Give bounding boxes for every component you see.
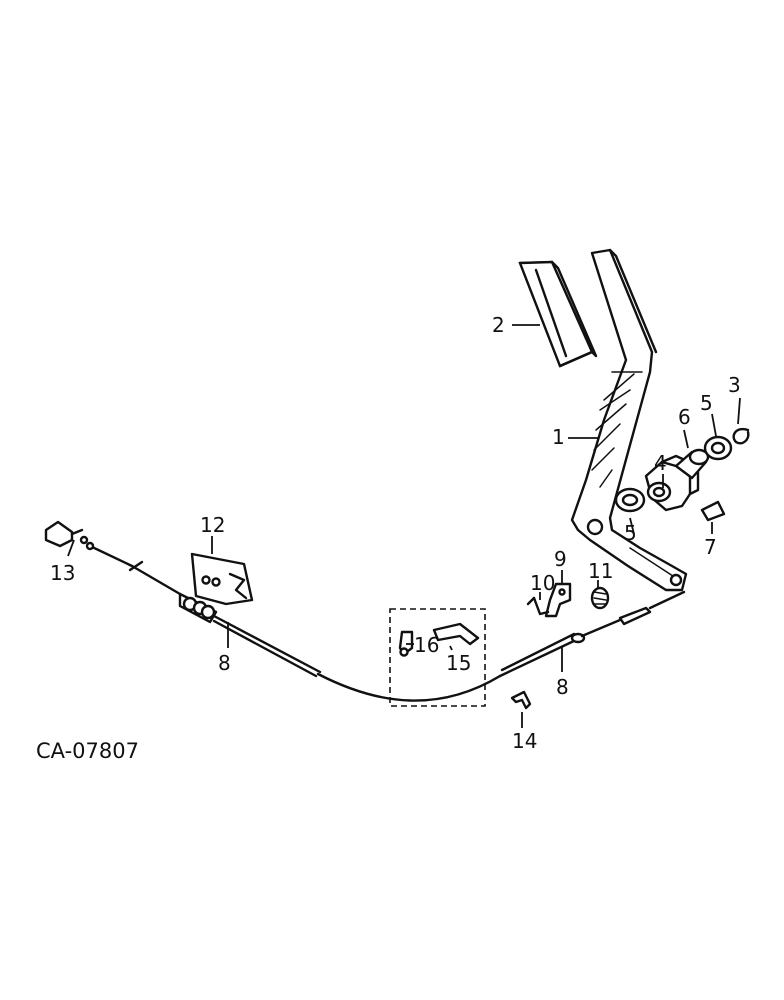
detail-box <box>389 608 486 707</box>
callout-14: 14 <box>512 729 537 753</box>
callout-5-upper: 5 <box>700 391 713 415</box>
pedal-arm <box>570 248 688 592</box>
key <box>700 500 726 522</box>
callout-13: 13 <box>50 561 75 585</box>
callout-8-right: 8 <box>556 675 569 699</box>
callout-labels: 2 1 3 4 5 5 6 7 8 8 9 10 11 12 13 14 15 … <box>50 313 741 753</box>
leader-lines <box>67 324 741 728</box>
callout-1: 1 <box>552 425 565 449</box>
clip-9 <box>544 582 572 618</box>
callout-2: 2 <box>492 313 505 337</box>
callout-3: 3 <box>728 373 741 397</box>
cable <box>88 544 686 702</box>
clamp-15 <box>432 622 480 646</box>
drawing-code: CA-07807 <box>36 739 139 763</box>
callout-11: 11 <box>588 559 613 583</box>
callout-15: 15 <box>446 651 471 675</box>
sleeve <box>674 448 710 480</box>
callout-8-left: 8 <box>218 651 231 675</box>
callout-9: 9 <box>554 547 567 571</box>
callout-4: 4 <box>654 451 667 475</box>
clip-14 <box>510 690 532 710</box>
callout-6: 6 <box>678 405 691 429</box>
callout-7: 7 <box>704 535 717 559</box>
washer-lower <box>614 487 646 513</box>
washer-upper <box>703 435 733 461</box>
snap-ring <box>732 427 750 445</box>
pedal-pad <box>518 260 598 368</box>
callout-10: 10 <box>530 571 555 595</box>
mounting-plate <box>190 552 254 606</box>
callout-12: 12 <box>200 513 225 537</box>
nut <box>590 586 610 610</box>
callout-16: 16 <box>414 633 439 657</box>
callout-5-lower: 5 <box>624 521 637 545</box>
knob <box>44 520 95 551</box>
clip-10 <box>526 596 550 616</box>
